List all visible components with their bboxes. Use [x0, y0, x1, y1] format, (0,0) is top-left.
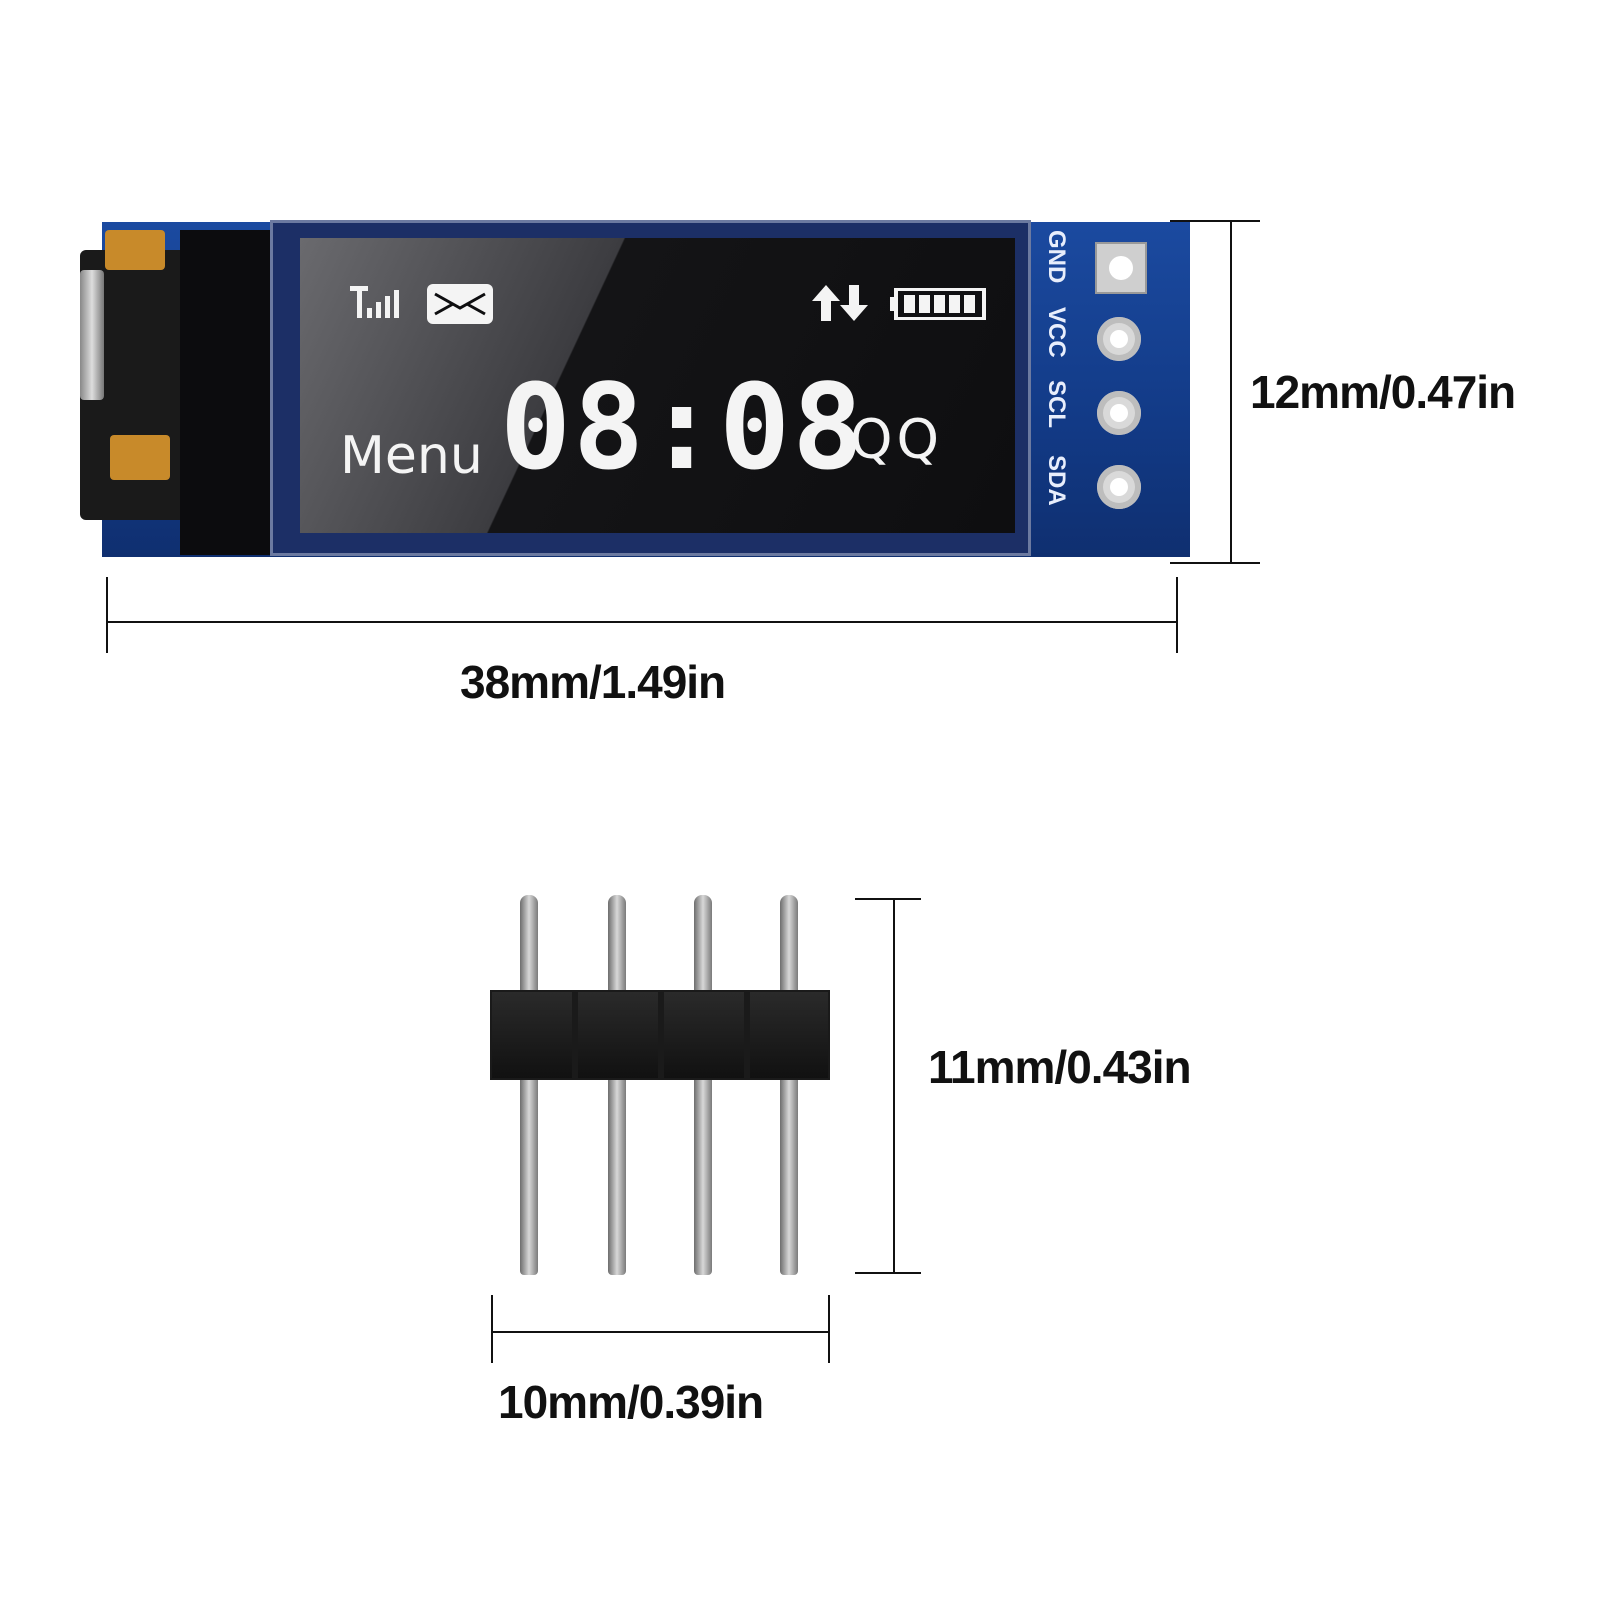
- header-segment-1: [492, 992, 572, 1078]
- flex-cable-gold-bottom: [110, 435, 170, 480]
- header-pin-4: [780, 895, 798, 1275]
- header-segment-4: [750, 992, 828, 1078]
- pin-label-vcc: VCC: [1043, 307, 1070, 358]
- header-height-label: 11mm/0.43in: [928, 1041, 1192, 1093]
- pin-hole-vcc: [1097, 317, 1141, 361]
- flex-cable-gold-top: [105, 230, 165, 270]
- oled-screen: Menu 08:08 QQ: [300, 238, 1015, 533]
- pin-label-gnd: GND: [1043, 230, 1070, 284]
- header-segment-2: [578, 992, 658, 1078]
- battery-icon: [890, 288, 986, 320]
- screen-menu-label: Menu: [340, 426, 483, 486]
- flex-cable-silver: [80, 270, 104, 400]
- header-pin-3: [694, 895, 712, 1275]
- pin-hole-sda: [1097, 465, 1141, 509]
- screen-extra-label: QQ: [850, 408, 944, 471]
- screen-time: 08:08: [500, 358, 866, 496]
- header-pin-2: [608, 895, 626, 1275]
- module-height-label: 12mm/0.47in: [1250, 366, 1516, 418]
- header-segment-3: [664, 992, 744, 1078]
- pin-label-scl: SCL: [1043, 380, 1070, 428]
- oled-module: Menu 08:08 QQ GND VCC SCL SDA: [80, 210, 1190, 560]
- header-width-label: 10mm/0.39in: [498, 1376, 764, 1428]
- transfer-arrows-icon: [812, 285, 868, 321]
- header-pin-1: [520, 895, 538, 1275]
- signal-icon: [350, 286, 399, 318]
- pin-label-sda: SDA: [1043, 455, 1070, 506]
- pin-hole-scl: [1097, 391, 1141, 435]
- pin-hole-gnd: [1095, 242, 1147, 294]
- display-connector-strip: [180, 230, 275, 555]
- pin-header: [480, 895, 840, 1280]
- module-width-label: 38mm/1.49in: [460, 656, 726, 708]
- mail-icon: [427, 284, 493, 324]
